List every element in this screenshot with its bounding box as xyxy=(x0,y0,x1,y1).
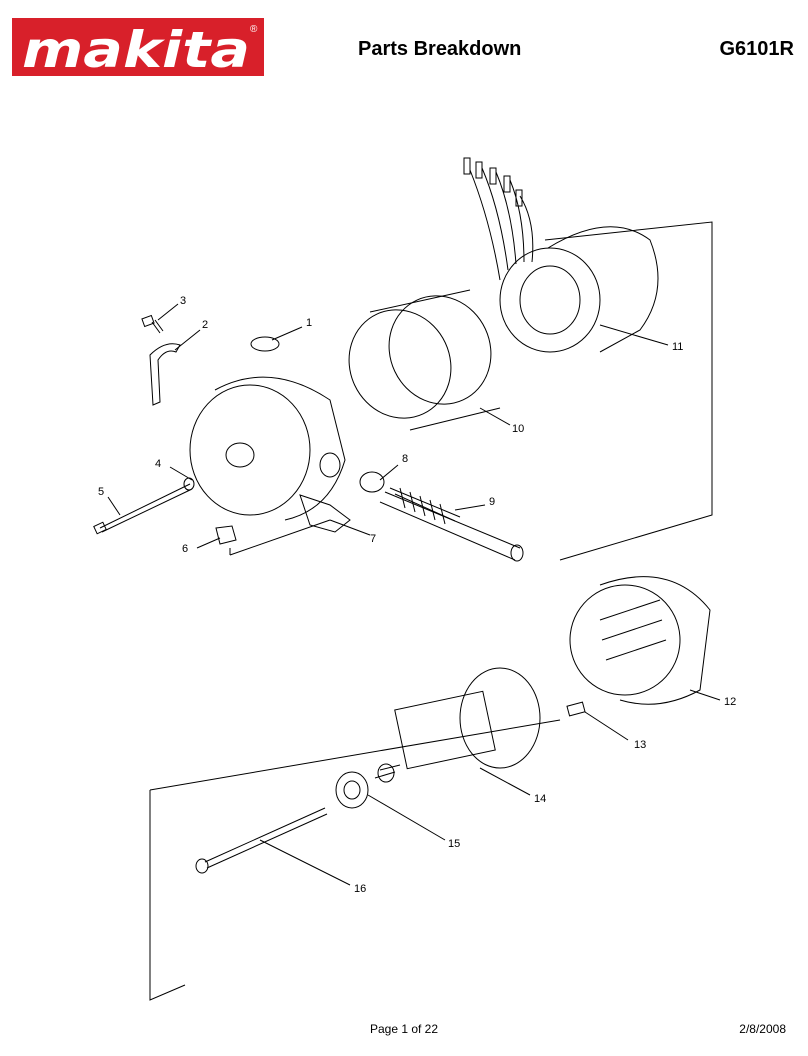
page-title: Parts Breakdown xyxy=(358,38,522,60)
part-5-bolt xyxy=(93,483,191,535)
document-date: 2/8/2008 xyxy=(739,1022,786,1036)
part-2-bracket xyxy=(149,343,181,406)
part-1-cap xyxy=(250,336,280,352)
leader-lines xyxy=(107,303,721,886)
callout-13: 13 xyxy=(634,739,646,751)
callout-7: 7 xyxy=(370,533,376,545)
part-9-shaft xyxy=(379,487,524,562)
part-3-bolt xyxy=(141,314,164,334)
part-11-stator xyxy=(463,157,659,353)
registered-mark: ® xyxy=(250,24,258,35)
part-6-nut xyxy=(215,525,237,545)
callout-3: 3 xyxy=(180,295,186,307)
callout-2: 2 xyxy=(202,319,208,331)
part-15-bearing xyxy=(335,771,369,809)
callout-14: 14 xyxy=(534,793,546,805)
frame-line-upper xyxy=(544,221,713,561)
logo-background xyxy=(12,18,264,76)
callout-11: 11 xyxy=(672,341,683,353)
callout-9: 9 xyxy=(489,496,495,508)
page-number: Page 1 of 22 xyxy=(369,1022,439,1036)
part-7-housing xyxy=(189,376,351,533)
frame-line-lower xyxy=(149,790,186,1001)
callout-8: 8 xyxy=(402,453,408,465)
callout-16: 16 xyxy=(354,883,366,895)
part-16-bolt xyxy=(195,807,328,874)
callout-12: 12 xyxy=(724,696,736,708)
part-14-armature xyxy=(374,667,541,783)
callout-4: 4 xyxy=(155,458,161,470)
part-10-ring xyxy=(348,289,501,431)
model-number: G6101R xyxy=(719,38,795,60)
callout-1: 1 xyxy=(306,317,312,329)
callout-6: 6 xyxy=(182,543,188,555)
frame-line-diagonal xyxy=(149,719,561,791)
callout-10: 10 xyxy=(512,423,524,435)
part-12-housing xyxy=(569,576,711,705)
logo-text: makita xyxy=(22,21,250,76)
makita-logo: makita ® xyxy=(12,18,264,79)
part-8-seal xyxy=(359,471,385,493)
callout-15: 15 xyxy=(448,838,460,850)
part-13-screw xyxy=(566,701,586,717)
callout-5: 5 xyxy=(98,486,104,498)
